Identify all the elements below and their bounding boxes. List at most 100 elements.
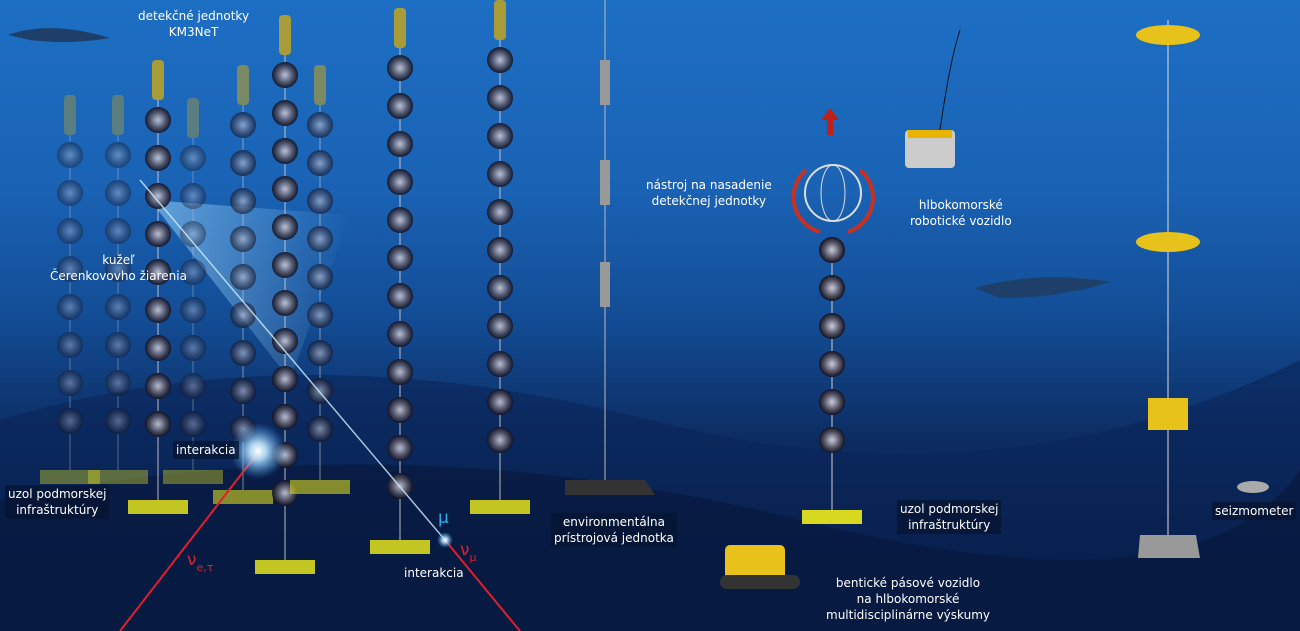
optical-module [180, 335, 206, 361]
optical-module [180, 145, 206, 171]
buoy [187, 98, 199, 138]
optical-module [387, 93, 413, 119]
optical-module [819, 389, 845, 415]
optical-module [145, 107, 171, 133]
optical-module [105, 180, 131, 206]
anchor-base [255, 560, 315, 574]
label-nu-mu: νμ [460, 540, 477, 564]
optical-module [272, 404, 298, 430]
environmental-unit [565, 0, 655, 495]
label-node-left: uzol podmorskej infraštruktúry [5, 485, 110, 519]
optical-module [387, 397, 413, 423]
optical-module [105, 408, 131, 434]
whale-right [975, 277, 1110, 298]
label-benthic-vehicle: bentické pásové vozidlo na hlbokomorské … [826, 576, 991, 622]
anchor-base [128, 500, 188, 514]
detection-unit-string [40, 95, 100, 484]
optical-module [307, 302, 333, 328]
optical-module [307, 416, 333, 442]
detection-unit-string [802, 237, 862, 524]
optical-module [105, 332, 131, 358]
optical-module [487, 85, 513, 111]
detection-unit-string [163, 98, 223, 484]
optical-module [57, 142, 83, 168]
buoy [279, 15, 291, 55]
optical-module [57, 218, 83, 244]
detection-unit-string [290, 65, 350, 494]
optical-module [307, 188, 333, 214]
up-arrow-icon [821, 108, 839, 135]
optical-module [487, 123, 513, 149]
seafloor-waves [0, 360, 1300, 631]
optical-module [387, 321, 413, 347]
optical-module [145, 373, 171, 399]
optical-module [307, 264, 333, 290]
optical-module [230, 264, 256, 290]
optical-module [487, 161, 513, 187]
label-rov: hlbokomorské robotické vozidlo [910, 198, 1012, 228]
optical-module [272, 328, 298, 354]
optical-module [272, 214, 298, 240]
label-seismometer: seizmometer [1212, 502, 1297, 520]
deployment-tool [791, 108, 875, 234]
buoy [152, 60, 164, 100]
optical-module [145, 259, 171, 285]
optical-module [57, 408, 83, 434]
optical-module [180, 373, 206, 399]
optical-module [180, 259, 206, 285]
detection-unit-string [470, 0, 530, 514]
detection-unit-string [88, 95, 148, 484]
optical-module [387, 169, 413, 195]
buoy [237, 65, 249, 105]
buoy [112, 95, 124, 135]
interaction-flash-2 [437, 532, 453, 548]
optical-module [487, 47, 513, 73]
optical-module [272, 366, 298, 392]
optical-module [819, 275, 845, 301]
label-muon: μ [438, 508, 449, 528]
label-interaction-2: interakcia [404, 566, 464, 580]
optical-module [307, 340, 333, 366]
optical-module [180, 297, 206, 323]
optical-module [145, 411, 171, 437]
label-detection-units: detekčné jednotky KM3NeT [138, 9, 250, 39]
label-deployment-tool: nástroj na nasadenie detekčnej jednotky [646, 178, 772, 208]
optical-module [230, 302, 256, 328]
buoy [64, 95, 76, 135]
optical-module [819, 351, 845, 377]
optical-module [307, 112, 333, 138]
optical-module [487, 427, 513, 453]
cherenkov-cone [150, 200, 350, 380]
anchor-base [802, 510, 862, 524]
optical-module [230, 150, 256, 176]
optical-module [272, 100, 298, 126]
optical-module [145, 335, 171, 361]
label-interaction-1: interakcia [173, 441, 239, 459]
optical-module [487, 351, 513, 377]
optical-module [387, 245, 413, 271]
optical-module [105, 370, 131, 396]
benthic-crawler [720, 545, 800, 589]
optical-module [145, 183, 171, 209]
optical-module [819, 427, 845, 453]
optical-module [230, 112, 256, 138]
optical-module [230, 340, 256, 366]
optical-module [180, 183, 206, 209]
optical-module [272, 62, 298, 88]
optical-module [230, 378, 256, 404]
neutrino-track-e-tau [119, 449, 261, 631]
label-node-right: uzol podmorskej infraštruktúry [897, 500, 1002, 534]
optical-module [387, 435, 413, 461]
label-nu-e-tau: νe,τ [187, 550, 214, 574]
optical-module [105, 142, 131, 168]
optical-module [105, 218, 131, 244]
optical-module [487, 237, 513, 263]
optical-module [487, 389, 513, 415]
anchor-base [470, 500, 530, 514]
optical-module [272, 176, 298, 202]
optical-module [57, 180, 83, 206]
optical-module [387, 283, 413, 309]
optical-module [145, 297, 171, 323]
anchor-base [290, 480, 350, 494]
